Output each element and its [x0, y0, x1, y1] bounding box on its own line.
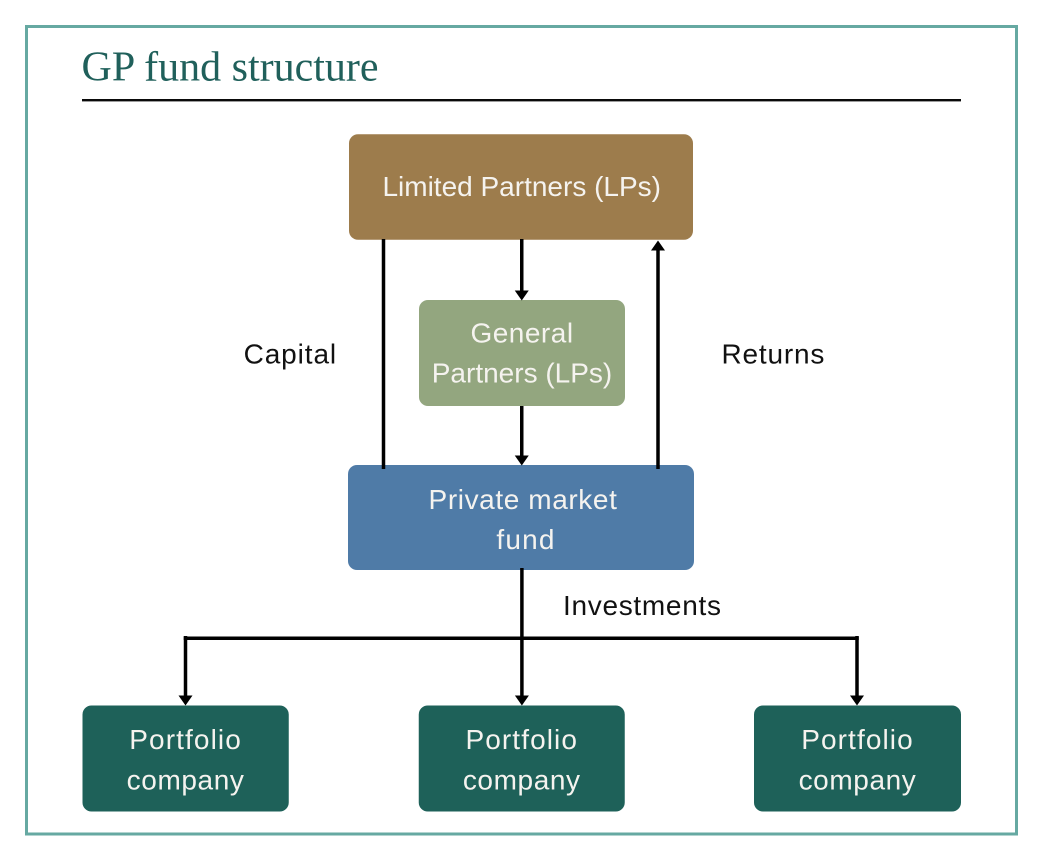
svg-text:Returns: Returns [722, 339, 826, 370]
svg-text:company: company [463, 765, 581, 796]
svg-text:Portfolio: Portfolio [129, 724, 242, 755]
svg-text:Private market: Private market [429, 484, 618, 515]
svg-text:company: company [127, 765, 245, 796]
svg-text:Portfolio: Portfolio [465, 724, 578, 755]
svg-text:GP fund structure: GP fund structure [82, 45, 379, 91]
svg-text:fund: fund [496, 524, 555, 555]
svg-text:Investments: Investments [563, 590, 722, 621]
svg-text:General: General [470, 318, 573, 349]
svg-text:Limited Partners (LPs): Limited Partners (LPs) [382, 171, 661, 202]
svg-text:Capital: Capital [244, 339, 337, 370]
svg-text:company: company [799, 765, 917, 796]
svg-text:Portfolio: Portfolio [801, 724, 914, 755]
svg-text:Partners (LPs): Partners (LPs) [432, 358, 613, 389]
